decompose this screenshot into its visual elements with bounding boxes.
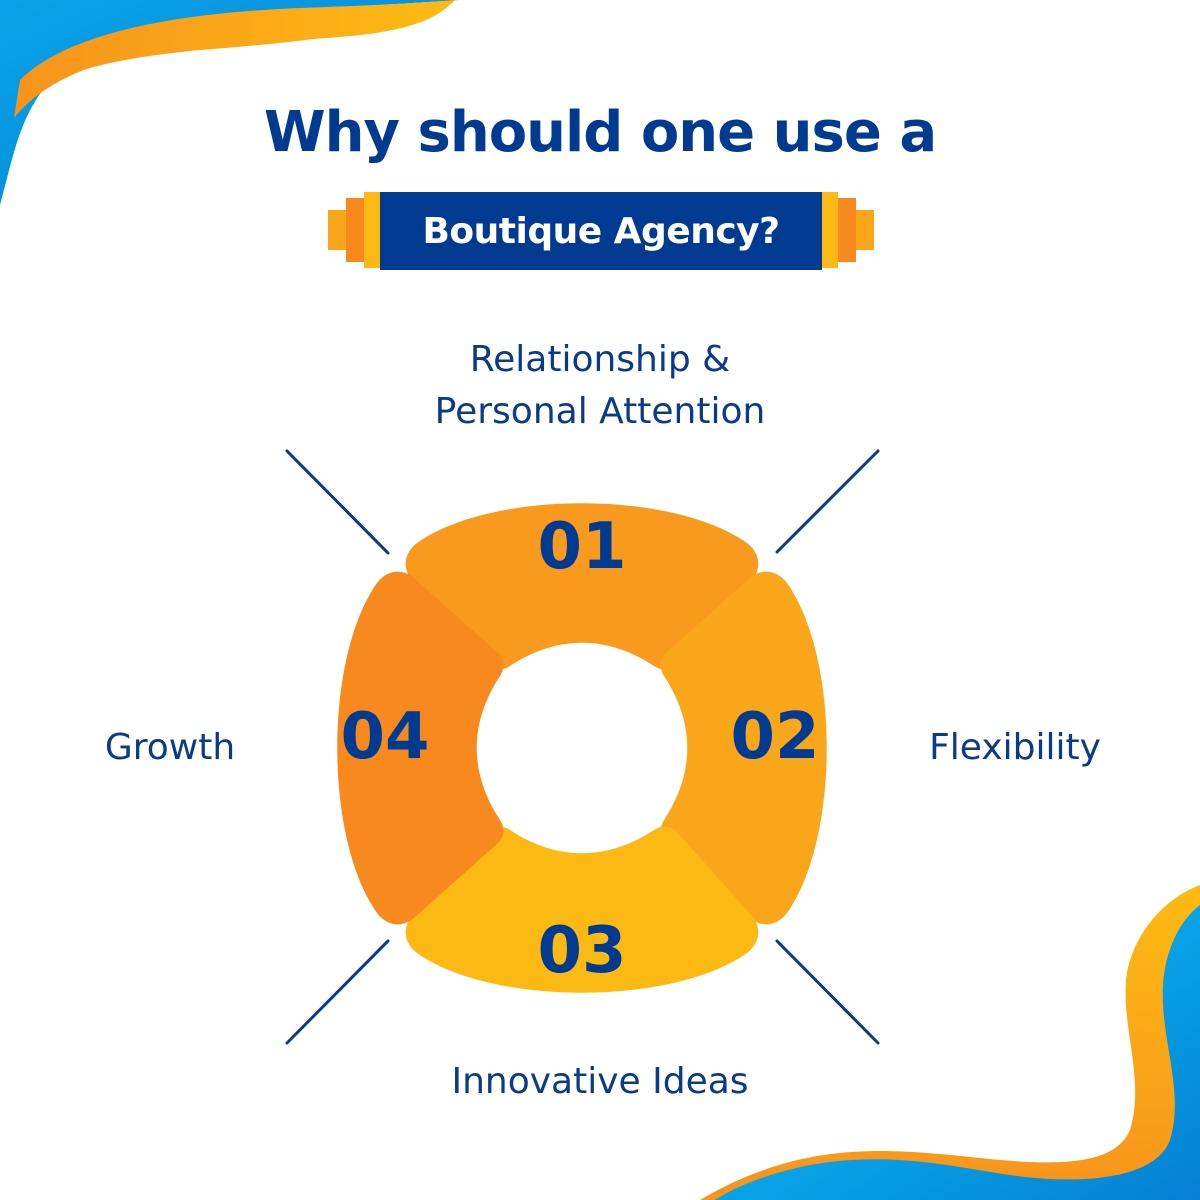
bottom-right-wave-blue bbox=[715, 905, 1200, 1200]
label-flexibility: Flexibility bbox=[929, 727, 1101, 768]
segment-01-number: 01 bbox=[537, 510, 627, 584]
segment-04-number: 04 bbox=[340, 700, 430, 774]
title-line-1: Why should one use a bbox=[263, 100, 937, 165]
segment-04-shape bbox=[337, 571, 504, 925]
title-banner: Boutique Agency? bbox=[380, 192, 822, 270]
top-left-wave-blue bbox=[0, 0, 460, 205]
label-relationship-line2: Personal Attention bbox=[434, 391, 766, 432]
segment-03-shape bbox=[405, 826, 759, 993]
label-innovative-ideas: Innovative Ideas bbox=[451, 1061, 749, 1102]
bottom-right-wave-orange bbox=[700, 885, 1200, 1200]
segment-02-shape bbox=[660, 571, 827, 925]
label-relationship: Relationship & Personal Attention bbox=[350, 334, 850, 438]
segment-03-number: 03 bbox=[537, 914, 627, 988]
label-growth: Growth bbox=[104, 727, 236, 768]
label-relationship-line1: Relationship & bbox=[469, 339, 731, 380]
segment-02-number: 02 bbox=[730, 700, 820, 774]
title-line-2: Boutique Agency? bbox=[422, 210, 780, 252]
segment-01-shape bbox=[405, 503, 759, 670]
